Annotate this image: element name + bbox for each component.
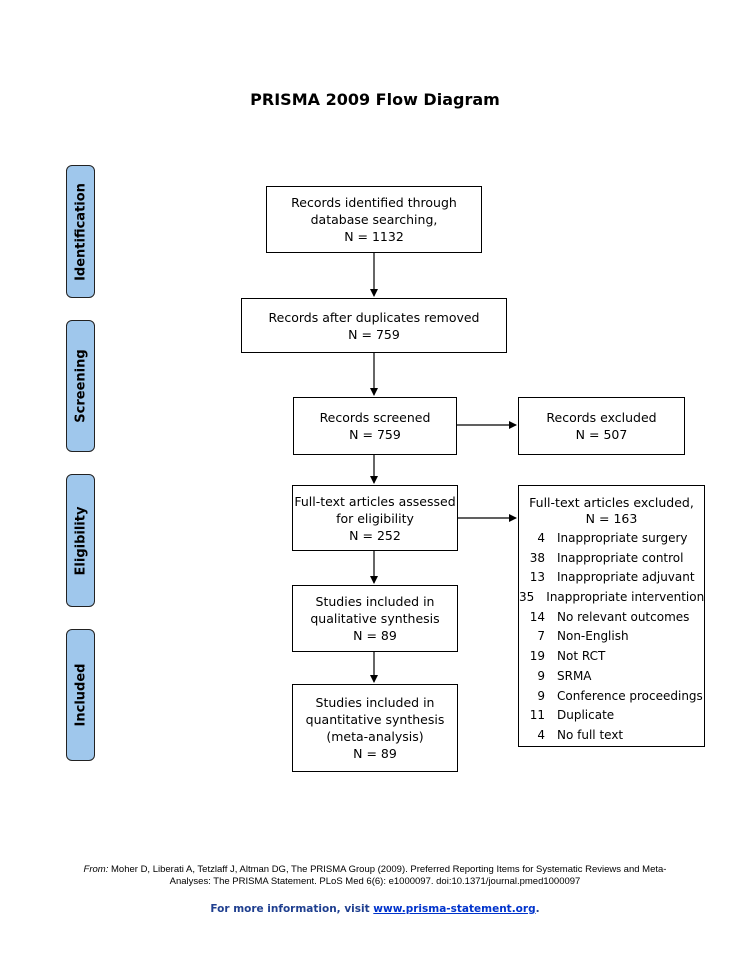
exclusion-reason-label: Duplicate bbox=[557, 708, 615, 723]
box-text: Studies included in bbox=[315, 695, 435, 710]
exclusion-reason-count: 13 bbox=[529, 570, 545, 585]
box-text: quantitative synthesis bbox=[305, 712, 445, 727]
box-records-identified: Records identified through database sear… bbox=[266, 186, 482, 253]
exclusion-reason-count: 9 bbox=[537, 668, 545, 683]
box-text: Full-text articles assessed bbox=[294, 493, 456, 509]
exclusion-reason-row: 38 Inappropriate control bbox=[519, 549, 704, 569]
exclusion-reason-label: Non-English bbox=[557, 629, 629, 644]
citation-from-label: From: bbox=[83, 864, 109, 875]
box-text: qualitative synthesis bbox=[310, 611, 440, 626]
fulltext-excluded-title: Full-text articles excluded, bbox=[529, 495, 694, 510]
phase-screening: Screening bbox=[66, 320, 95, 452]
phase-identification: Identification bbox=[66, 165, 95, 298]
box-count: N = 252 bbox=[349, 527, 401, 543]
citation-line-1: Moher D, Liberati A, Tetzlaff J, Altman … bbox=[111, 864, 667, 875]
box-text: Records excluded bbox=[546, 410, 657, 425]
more-info-suffix: . bbox=[535, 903, 540, 915]
exclusion-reason-count: 7 bbox=[537, 629, 545, 644]
box-text: Records identified through bbox=[291, 195, 457, 210]
exclusion-reason-row: 4 No full text bbox=[519, 726, 704, 746]
exclusion-reason-row: 19 Not RCT bbox=[519, 647, 704, 667]
box-text: Studies included in bbox=[315, 594, 435, 609]
exclusion-reason-count: 11 bbox=[529, 708, 545, 723]
exclusion-reason-row: 13 Inappropriate adjuvant bbox=[519, 568, 704, 588]
exclusion-reason-count: 9 bbox=[537, 688, 545, 703]
box-count: N = 759 bbox=[348, 326, 400, 342]
more-info-prefix: For more information, visit bbox=[210, 903, 374, 915]
fulltext-excluded-total: N = 163 bbox=[585, 511, 638, 526]
exclusion-reason-count: 35 bbox=[519, 590, 535, 605]
box-after-duplicates: Records after duplicates removed N = 759 bbox=[241, 298, 507, 353]
exclusion-reason-label: Inappropriate intervention bbox=[546, 590, 705, 605]
box-fulltext-assessed: Full-text articles assessed for eligibil… bbox=[292, 485, 458, 551]
box-qualitative-synthesis: Studies included in qualitative synthesi… bbox=[292, 585, 458, 652]
exclusion-reason-row: 9 SRMA bbox=[519, 667, 704, 687]
phase-eligibility: Eligibility bbox=[66, 474, 95, 607]
box-count: N = 89 bbox=[353, 746, 397, 761]
box-records-screened: Records screened N = 759 bbox=[293, 397, 457, 455]
diagram-title: PRISMA 2009 Flow Diagram bbox=[250, 90, 500, 109]
box-text: Records after duplicates removed bbox=[268, 309, 480, 325]
exclusion-reason-label: No relevant outcomes bbox=[557, 609, 690, 624]
exclusion-reason-row: 14 No relevant outcomes bbox=[519, 608, 704, 628]
exclusion-reason-label: Inappropriate surgery bbox=[557, 531, 688, 545]
exclusion-reason-label: SRMA bbox=[557, 668, 592, 683]
exclusion-reason-label: No full text bbox=[557, 727, 624, 742]
box-records-excluded: Records excluded N = 507 bbox=[518, 397, 685, 455]
exclusion-reason-count: 38 bbox=[529, 550, 545, 565]
box-count: N = 507 bbox=[575, 427, 628, 442]
exclusion-reason-row: 9 Conference proceedings bbox=[519, 687, 704, 707]
box-text: (meta-analysis) bbox=[326, 729, 424, 744]
prisma-website-link[interactable]: www.prisma-statement.org bbox=[373, 903, 536, 915]
citation: From: Moher D, Liberati A, Tetzlaff J, A… bbox=[60, 864, 690, 888]
exclusion-reason-count: 14 bbox=[529, 609, 545, 624]
exclusion-reason-label: Inappropriate adjuvant bbox=[557, 570, 695, 585]
exclusion-reasons-list: 4 Inappropriate surgery 38 Inappropriate co… bbox=[519, 529, 704, 746]
more-info: For more information, visit www.prisma-s… bbox=[0, 903, 750, 915]
exclusion-reason-row: 4 Inappropriate surgery bbox=[519, 529, 704, 549]
exclusion-reason-row: 11 Duplicate bbox=[519, 706, 704, 726]
box-text: for eligibility bbox=[336, 510, 414, 526]
box-quantitative-synthesis: Studies included in quantitative synthes… bbox=[292, 684, 458, 772]
exclusion-reason-row: 35 Inappropriate intervention bbox=[519, 588, 704, 608]
exclusion-reason-count: 4 bbox=[537, 727, 545, 742]
box-count: N = 759 bbox=[349, 427, 401, 442]
box-count: N = 89 bbox=[353, 628, 397, 643]
phase-included: Included bbox=[66, 629, 95, 761]
box-text: database searching, bbox=[310, 212, 438, 227]
exclusion-reason-count: 19 bbox=[529, 649, 545, 664]
exclusion-reason-count: 4 bbox=[537, 531, 545, 545]
box-count: N = 1132 bbox=[344, 229, 404, 244]
exclusion-reason-label: Inappropriate control bbox=[557, 550, 684, 565]
citation-line-2: Analyses: The PRISMA Statement. PLoS Med… bbox=[169, 876, 581, 887]
box-text: Records screened bbox=[319, 410, 431, 425]
exclusion-reason-row: 7 Non-English bbox=[519, 627, 704, 647]
exclusion-reason-label: Not RCT bbox=[557, 649, 606, 664]
exclusion-reason-label: Conference proceedings bbox=[557, 688, 703, 703]
